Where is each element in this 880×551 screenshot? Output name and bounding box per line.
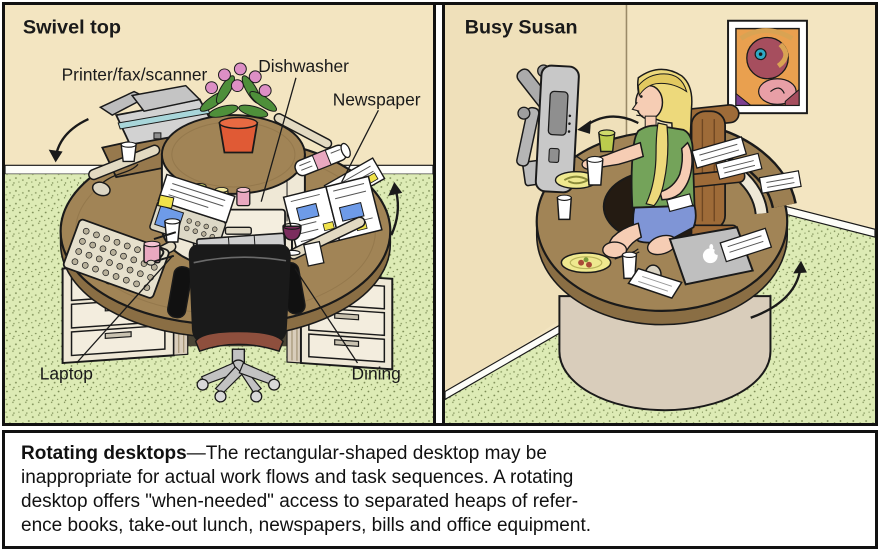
flower-pot (199, 62, 278, 154)
caption-line-2: inappropriate for actual work flows and … (21, 467, 574, 488)
panel-title-busy-susan: Busy Susan (465, 17, 578, 39)
panel-busy-susan: Busy Susan (442, 5, 875, 423)
wall-painting (727, 19, 808, 115)
label-dining: Dining (352, 364, 401, 384)
label-printer: Printer/fax/scanner (62, 65, 208, 85)
tall-cup-1 (586, 155, 604, 186)
small-white-cup (120, 141, 137, 163)
utensils (146, 231, 177, 266)
caption-line-1: Rotating desktops—The rectangular-shaped… (21, 442, 859, 466)
laptop-keyboard-sheet (627, 267, 683, 299)
mouse (91, 163, 139, 197)
green-cup (598, 129, 616, 153)
tier-newspapers (691, 136, 763, 180)
rotate-arrow-left (48, 118, 89, 163)
panels-row: Swivel top Printer/fax/scanner Dishwashe… (2, 2, 878, 426)
panel-divider (436, 5, 442, 423)
caption-box: Rotating desktops—The rectangular-shaped… (2, 430, 878, 549)
panel-swivel-top: Swivel top Printer/fax/scanner Dishwashe… (5, 5, 436, 423)
caption-line-3: desktop offers "when-needed" access to s… (21, 491, 579, 512)
label-laptop: Laptop (40, 364, 93, 384)
rolled-newspaper (294, 142, 351, 177)
label-dishwasher: Dishwasher (258, 56, 349, 76)
apple-logo-icon (702, 248, 718, 264)
food-plate (560, 252, 612, 274)
rotate-arrow-top (577, 115, 639, 134)
monitor (534, 64, 580, 194)
white-papers-right (758, 170, 802, 194)
caption-line-4: ence books, take-out lunch, newspapers, … (21, 515, 591, 536)
seated-woman (568, 68, 697, 259)
napkin (303, 240, 325, 267)
dining-cup (164, 218, 181, 243)
rotate-arrow-bottom (750, 260, 807, 319)
caption-line-1-rest: —The rectangular-shaped desktop may be (186, 443, 547, 464)
desk-pedestal-base (558, 295, 772, 412)
papers-in-hand (666, 193, 694, 213)
newspaper-by-laptop (719, 227, 773, 263)
hair-strand (645, 122, 669, 207)
label-leader-lines (76, 77, 379, 364)
rotate-arrow-right (388, 182, 403, 236)
panel-title-swivel-top: Swivel top (23, 17, 121, 39)
tall-cup-2 (556, 194, 573, 221)
caption-lead: Rotating desktops (21, 443, 187, 464)
laptop-keyboard (62, 218, 170, 299)
headband (637, 73, 688, 98)
label-newspaper: Newspaper (333, 89, 421, 109)
